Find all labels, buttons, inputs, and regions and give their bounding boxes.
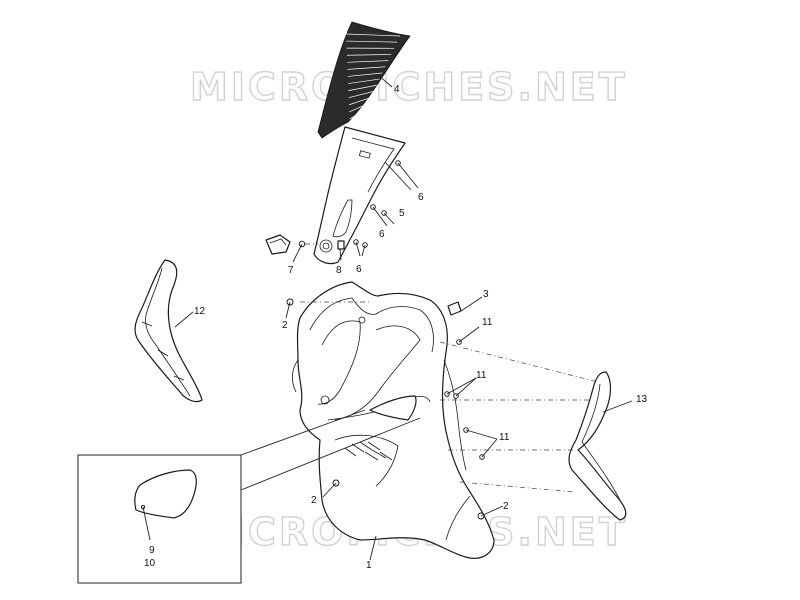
screws-11: [444, 339, 485, 460]
part-8-clip: [337, 240, 345, 250]
callout-2-c: 2: [503, 501, 509, 512]
leader-lines: [142, 74, 633, 561]
callout-10: 10: [144, 558, 156, 569]
callout-11-b: 11: [476, 370, 487, 381]
callout-6-b: 6: [379, 229, 385, 240]
alignment-lines: [300, 243, 599, 493]
callout-11-c: 11: [499, 432, 510, 443]
grille-slat: [349, 115, 363, 127]
grille-slat: [348, 97, 371, 106]
grille-slat: [345, 33, 401, 37]
callout-7: 7: [288, 265, 294, 276]
grille-slat: [348, 78, 380, 84]
part-3-clip: [447, 301, 462, 316]
grille-slat: [348, 84, 377, 91]
callout-3: 3: [483, 289, 489, 300]
part-13-center-trim: [568, 371, 627, 521]
callout-labels: 4 5 6 6 6 7 8 3 2 11 11 11 12 13 2 2 1 9…: [144, 84, 648, 571]
callout-8: 8: [336, 265, 342, 276]
callout-12: 12: [194, 306, 206, 317]
callout-6-a: 6: [418, 192, 424, 203]
part-7-cap: [265, 234, 306, 255]
callout-6-c: 6: [356, 264, 362, 275]
callout-5: 5: [399, 208, 405, 219]
callout-13: 13: [636, 394, 648, 405]
part-5-trim-bracket: [313, 126, 406, 265]
callout-4: 4: [394, 84, 400, 95]
watermark-top: MICROFICHES.NET: [190, 65, 628, 109]
inset-detail-box: [77, 395, 421, 584]
callout-1: 1: [366, 560, 372, 571]
callout-11-a: 11: [482, 317, 493, 328]
grille-slat: [347, 60, 389, 63]
callout-2-a: 2: [282, 320, 288, 331]
grille-slat: [347, 72, 383, 77]
grille-slat: [349, 103, 368, 113]
part-1-front-shield: [292, 281, 495, 559]
grille-slat: [346, 40, 398, 43]
grille-slat: [349, 109, 366, 120]
callout-2-b: 2: [311, 495, 317, 506]
grille-slat: [347, 66, 386, 70]
grille-slat: [346, 54, 392, 56]
grille-slat: [348, 91, 374, 99]
callout-9: 9: [149, 545, 155, 556]
part-4-grille: [317, 21, 411, 139]
part-12-side-trim: [134, 259, 203, 403]
